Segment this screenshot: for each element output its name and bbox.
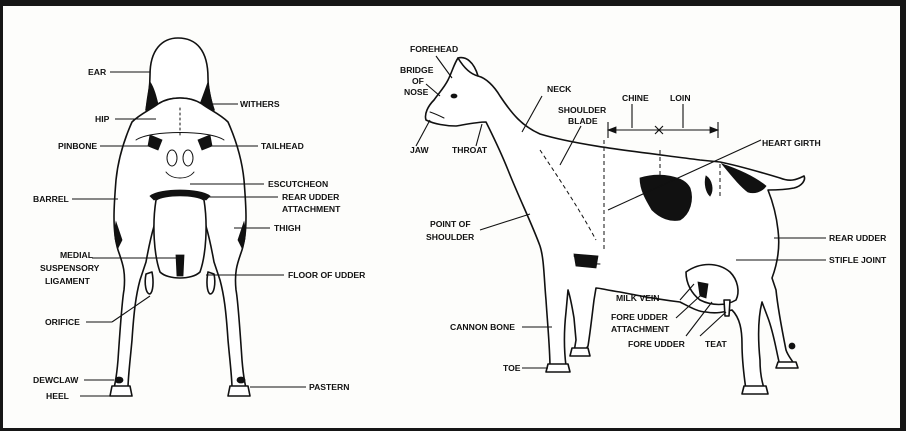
label-pinbone: PINBONE (58, 141, 97, 151)
side-hoof-rear-1 (742, 386, 768, 394)
label-stifle-joint: STIFLE JOINT (829, 255, 887, 265)
side-body (425, 58, 804, 390)
label-hip: HIP (95, 114, 110, 124)
label-bridge-3: NOSE (404, 87, 429, 97)
label-toe: TOE (503, 363, 521, 373)
rear-teat-left (145, 272, 153, 294)
rear-view-goat (110, 38, 250, 396)
rear-hoof-left (110, 386, 132, 396)
label-point-1: POINT OF (430, 219, 471, 229)
label-shoulder-2: BLADE (568, 116, 598, 126)
side-hoof-rear-2 (776, 362, 798, 368)
rear-dewclaw-left (115, 377, 123, 383)
label-tailhead: TAILHEAD (261, 141, 304, 151)
label-bridge-1: BRIDGE (400, 65, 434, 75)
side-elbow-shade (574, 254, 598, 268)
rear-hoof-right (228, 386, 250, 396)
side-hoof-front-1 (546, 364, 570, 372)
label-chine: CHINE (622, 93, 649, 103)
label-medial-3: LIGAMENT (45, 276, 91, 286)
label-floor-of-udder: FLOOR OF UDDER (288, 270, 366, 280)
label-dewclaw: DEWCLAW (33, 375, 79, 385)
label-medial-1: MEDIAL (60, 250, 93, 260)
label-medial-2: SUSPENSORY (40, 263, 100, 273)
label-orifice: ORIFICE (45, 317, 80, 327)
label-neck: NECK (547, 84, 572, 94)
label-withers: WITHERS (240, 99, 280, 109)
rear-medial-ligament-shade (176, 255, 184, 276)
side-hoof-front-2 (570, 348, 590, 356)
label-shoulder-1: SHOULDER (558, 105, 607, 115)
label-teat: TEAT (705, 339, 728, 349)
side-rear-dewclaw (789, 343, 795, 349)
rear-dewclaw-right (237, 377, 245, 383)
side-eye (451, 94, 457, 98)
label-bridge-2: OF (412, 76, 424, 86)
label-fore-attach-2: ATTACHMENT (611, 324, 670, 334)
label-thigh: THIGH (274, 223, 301, 233)
label-cannon-bone: CANNON BONE (450, 322, 515, 332)
label-rear-udder-attachment-1: REAR UDDER (282, 192, 340, 202)
label-heel: HEEL (46, 391, 69, 401)
label-jaw: JAW (410, 145, 430, 155)
label-point-2: SHOULDER (426, 232, 475, 242)
label-escutcheon: ESCUTCHEON (268, 179, 328, 189)
label-throat: THROAT (452, 145, 488, 155)
label-fore-attach-1: FORE UDDER (611, 312, 669, 322)
label-loin: LOIN (670, 93, 691, 103)
label-ear: EAR (88, 67, 107, 77)
chine-loin-bracket (608, 104, 718, 138)
label-pastern: PASTERN (309, 382, 349, 392)
label-milk-vein: MILK VEIN (616, 293, 659, 303)
side-view-goat (425, 58, 804, 394)
label-forehead: FOREHEAD (410, 44, 458, 54)
label-fore-udder: FORE UDDER (628, 339, 686, 349)
label-rear-udder-attachment-2: ATTACHMENT (282, 204, 341, 214)
label-barrel: BARREL (33, 194, 69, 204)
label-rear-udder: REAR UDDER (829, 233, 887, 243)
label-heart-girth: HEART GIRTH (762, 138, 821, 148)
